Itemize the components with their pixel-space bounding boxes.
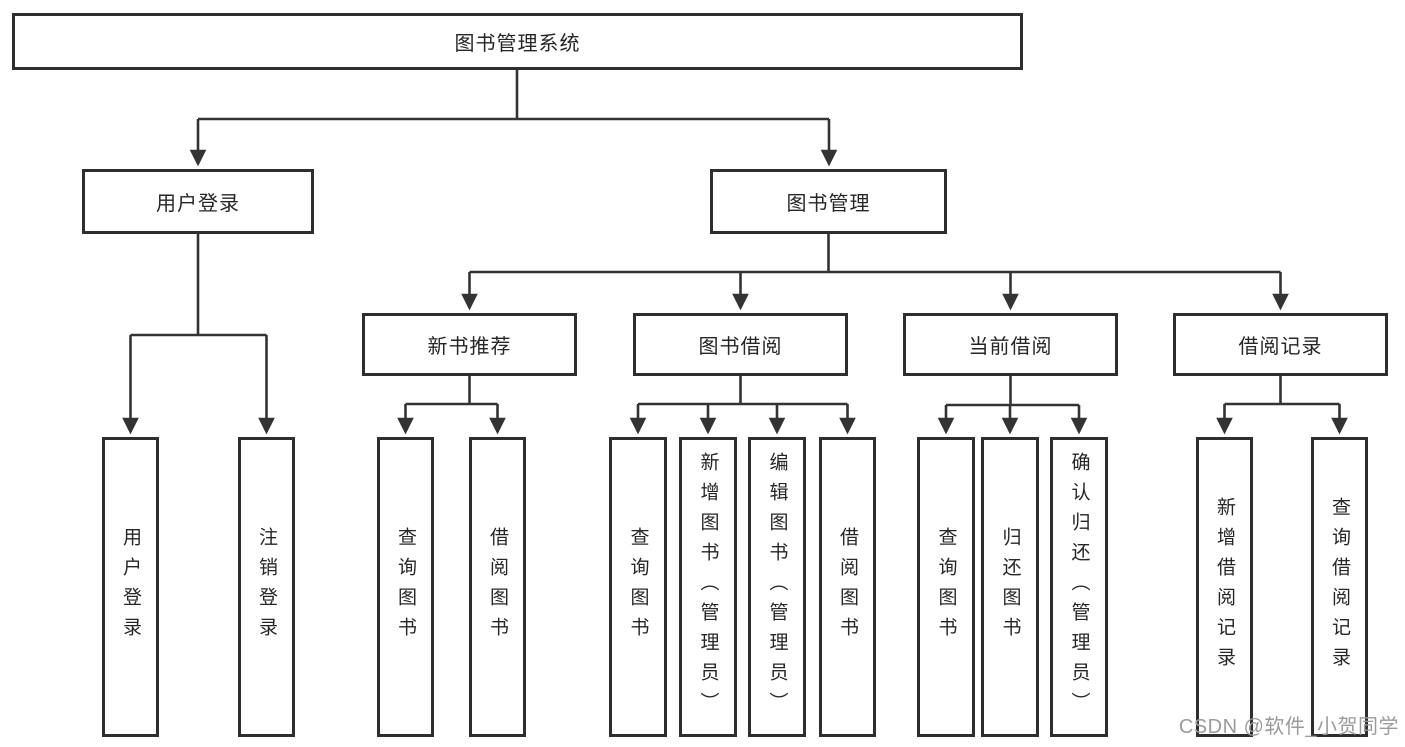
leaf-add-borrow-record-label: 新增借阅记录 xyxy=(1214,497,1235,677)
leaf-return-books-label: 归还图书 xyxy=(999,527,1021,647)
leaf-edit-books-admin: 编辑图书（管理员） xyxy=(748,437,806,737)
node-root-system: 图书管理系统 xyxy=(12,13,1023,70)
leaf-add-books-admin-label: 新增图书（管理员） xyxy=(697,452,719,722)
leaf-edit-books-admin-label: 编辑图书（管理员） xyxy=(766,452,788,722)
leaf-query-books-recommend: 查询图书 xyxy=(377,437,434,737)
leaf-add-borrow-record: 新增借阅记录 xyxy=(1196,437,1253,737)
node-book-borrow-label: 图书借阅 xyxy=(698,336,783,358)
node-root-label: 图书管理系统 xyxy=(454,33,581,55)
node-book-management: 图书管理 xyxy=(710,169,947,234)
node-current-borrow: 当前借阅 xyxy=(903,313,1118,376)
node-book-management-label: 图书管理 xyxy=(786,193,871,215)
leaf-confirm-return-admin-label: 确认归还（管理员） xyxy=(1068,452,1090,722)
leaf-borrow-books-recommend: 借阅图书 xyxy=(469,437,526,737)
leaf-query-borrow-record-label: 查询借阅记录 xyxy=(1329,497,1350,677)
leaf-confirm-return-admin: 确认归还（管理员） xyxy=(1050,437,1108,737)
node-borrow-records: 借阅记录 xyxy=(1173,313,1388,376)
csdn-watermark: CSDN @软件_小贺同学 xyxy=(1178,716,1399,738)
leaf-logout-login: 注销登录 xyxy=(238,437,295,737)
leaf-return-books: 归还图书 xyxy=(981,437,1039,737)
leaf-logout-login-label: 注销登录 xyxy=(256,527,277,647)
leaf-query-books-current-label: 查询图书 xyxy=(935,527,957,647)
node-user-login: 用户登录 xyxy=(82,169,314,234)
leaf-borrow-books: 借阅图书 xyxy=(819,437,876,737)
node-borrow-records-label: 借阅记录 xyxy=(1238,336,1323,358)
node-new-book-recommend: 新书推荐 xyxy=(362,313,577,376)
leaf-query-books-borrow: 查询图书 xyxy=(609,437,667,737)
leaf-user-login: 用户登录 xyxy=(102,437,159,737)
leaf-borrow-books-recommend-label: 借阅图书 xyxy=(487,527,508,647)
node-book-borrow: 图书借阅 xyxy=(633,313,848,376)
leaf-query-borrow-record: 查询借阅记录 xyxy=(1311,437,1368,737)
leaf-query-books-borrow-label: 查询图书 xyxy=(627,527,649,647)
node-current-borrow-label: 当前借阅 xyxy=(968,336,1053,358)
leaf-user-login-label: 用户登录 xyxy=(120,527,141,647)
node-user-login-label: 用户登录 xyxy=(156,193,240,215)
leaf-add-books-admin: 新增图书（管理员） xyxy=(679,437,737,737)
node-new-book-recommend-label: 新书推荐 xyxy=(427,336,512,358)
leaf-borrow-books-label: 借阅图书 xyxy=(837,527,858,647)
leaf-query-books-recommend-label: 查询图书 xyxy=(395,527,416,647)
leaf-query-books-current: 查询图书 xyxy=(917,437,975,737)
